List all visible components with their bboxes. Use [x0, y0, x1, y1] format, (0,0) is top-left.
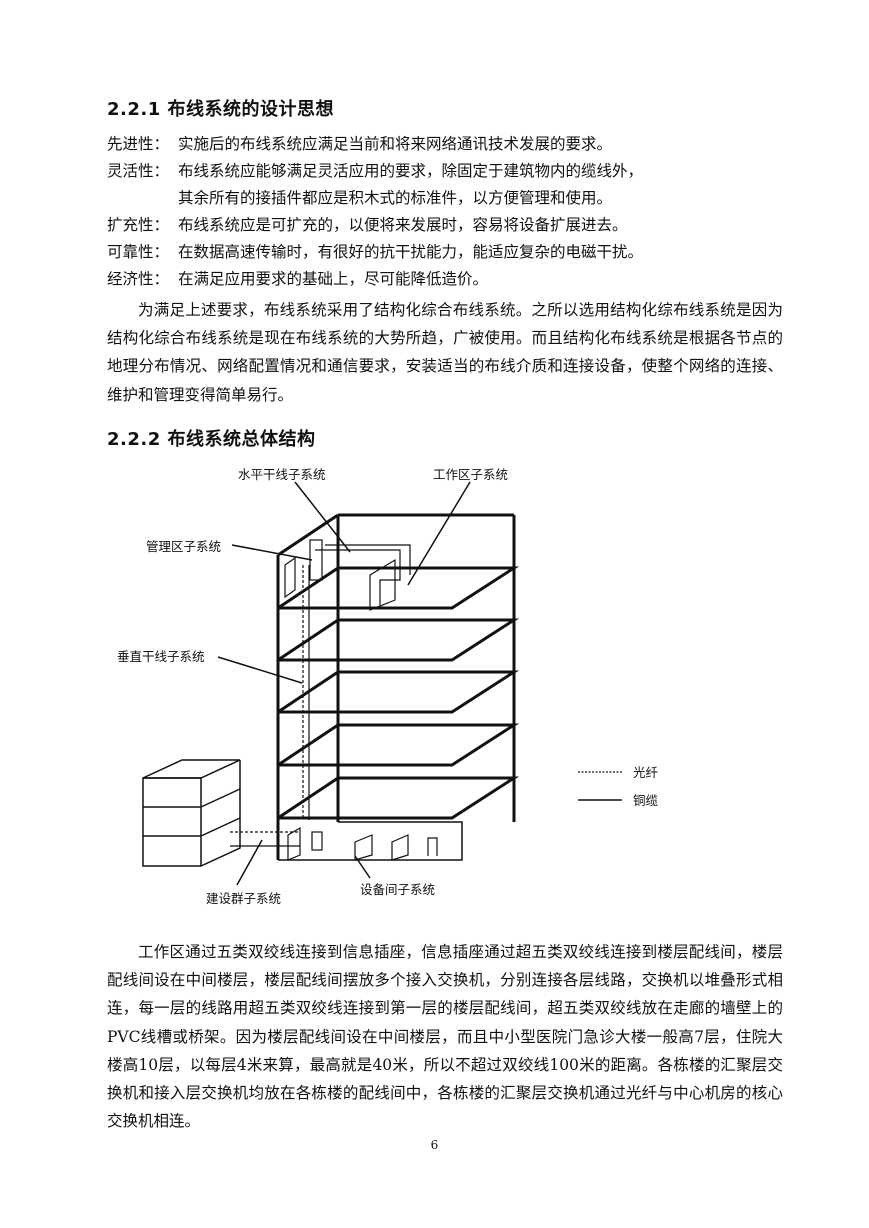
principle-text: 在满足应用要求的基础上，尽可能降低造价。	[178, 270, 489, 288]
principle-text: 在数据高速传输时，有很好的抗干扰能力，能适应复杂的电磁干扰。	[178, 243, 644, 261]
principle-flexible-continued: 其余所有的接插件都应是积木式的标准件，以方便管理和使用。	[178, 189, 613, 207]
principle-reliable: 可靠性： 在数据高速传输时，有很好的抗干扰能力，能适应复杂的电磁干扰。	[107, 242, 643, 262]
campus-building	[142, 759, 241, 867]
principle-text: 实施后的布线系统应满足当前和将来网络通讯技术发展的要求。	[178, 135, 613, 153]
paragraph-wiring-description: 工作区通过五类双绞线连接到信息插座，信息插座通过超五类双绞线连接到楼层配线间，楼…	[107, 943, 783, 1131]
equipment-device-5	[427, 837, 438, 856]
callout-equipment	[354, 855, 371, 879]
equipment-device-3	[354, 834, 373, 861]
equipment-device-4	[391, 834, 409, 861]
paragraph-design-rationale: 为满足上述要求，布线系统采用了结构化综合布线系统。之所以选用结构化综布线系统是因…	[107, 301, 783, 404]
principle-term: 先进性：	[107, 135, 170, 153]
figure-legend: 光纤 铜缆	[578, 765, 659, 808]
callout-campus	[236, 839, 263, 886]
roof-left-edge	[277, 513, 339, 557]
label-work-area-subsystem: 工作区子系统	[433, 467, 508, 482]
principle-text: 布线系统应能够满足灵活应用的要求，除固定于建筑物内的缆线外，	[178, 162, 644, 180]
principle-term: 可靠性：	[107, 243, 170, 261]
horizontal-cable	[315, 549, 401, 605]
floor-slabs	[277, 566, 520, 820]
label-horizontal-subsystem: 水平干线子系统	[238, 467, 326, 482]
principle-text: 布线系统应是可扩充的，以便将来发展时，容易将设备扩展进去。	[178, 216, 628, 234]
label-campus-subsystem: 建设群子系统	[206, 891, 281, 906]
callout-horizontal	[294, 481, 351, 553]
work-area-outlet	[369, 558, 396, 611]
horizontal-cable-2	[325, 544, 411, 575]
equipment-device-2	[311, 831, 323, 851]
principle-term: 扩充性：	[107, 216, 170, 234]
page-number: 6	[430, 1138, 439, 1152]
section-heading-2-2-2: 2.2.2 布线系统总体结构	[107, 429, 316, 450]
callout-management	[231, 544, 313, 561]
section-heading-2-2-1: 2.2.1 布线系统的设计思想	[107, 99, 335, 120]
label-management-subsystem: 管理区子系统	[146, 539, 221, 554]
principle-economical: 经济性： 在满足应用要求的基础上，尽可能降低造价。	[107, 269, 488, 289]
label-equipment-subsystem: 设备间子系统	[360, 882, 435, 897]
principle-term: 灵活性：	[107, 162, 170, 180]
callout-work-area	[407, 481, 471, 586]
ground-floor-outline	[278, 821, 463, 861]
label-vertical-subsystem: 垂直干线子系统	[117, 649, 205, 664]
legend-fiber-label: 光纤	[633, 765, 659, 780]
equipment-device-1	[287, 826, 301, 861]
principle-term: 经济性：	[107, 270, 170, 288]
legend-copper-label: 铜缆	[633, 793, 659, 808]
principle-expandable: 扩充性： 布线系统应是可扩充的，以便将来发展时，容易将设备扩展进去。	[107, 215, 628, 235]
wall-panel	[284, 556, 296, 599]
principle-flexible: 灵活性： 布线系统应能够满足灵活应用的要求，除固定于建筑物内的缆线外，	[107, 161, 643, 181]
callout-vertical	[217, 656, 303, 684]
principle-advanced: 先进性： 实施后的布线系统应满足当前和将来网络通讯技术发展的要求。	[107, 134, 612, 154]
